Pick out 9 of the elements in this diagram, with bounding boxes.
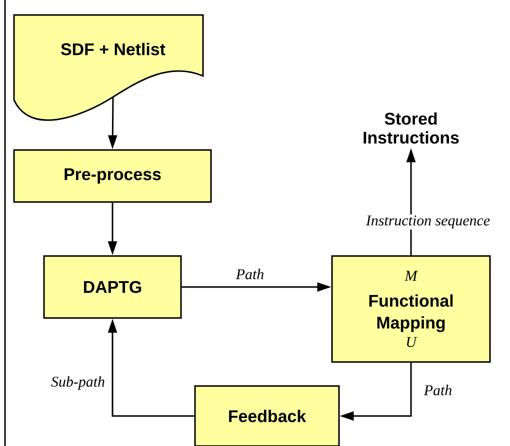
process-box: DAPTG bbox=[43, 255, 182, 319]
edge-label: Path bbox=[422, 384, 454, 396]
edge-label: Instruction sequence bbox=[364, 214, 492, 230]
output-label: Stored Instructions bbox=[364, 112, 459, 144]
process-box: M Functional Mapping U bbox=[331, 255, 491, 363]
process-box: Pre-process bbox=[13, 149, 212, 203]
process-box: Feedback bbox=[194, 385, 340, 446]
edge-label: Path bbox=[234, 268, 266, 280]
edge-label: Sub-path bbox=[50, 375, 106, 391]
